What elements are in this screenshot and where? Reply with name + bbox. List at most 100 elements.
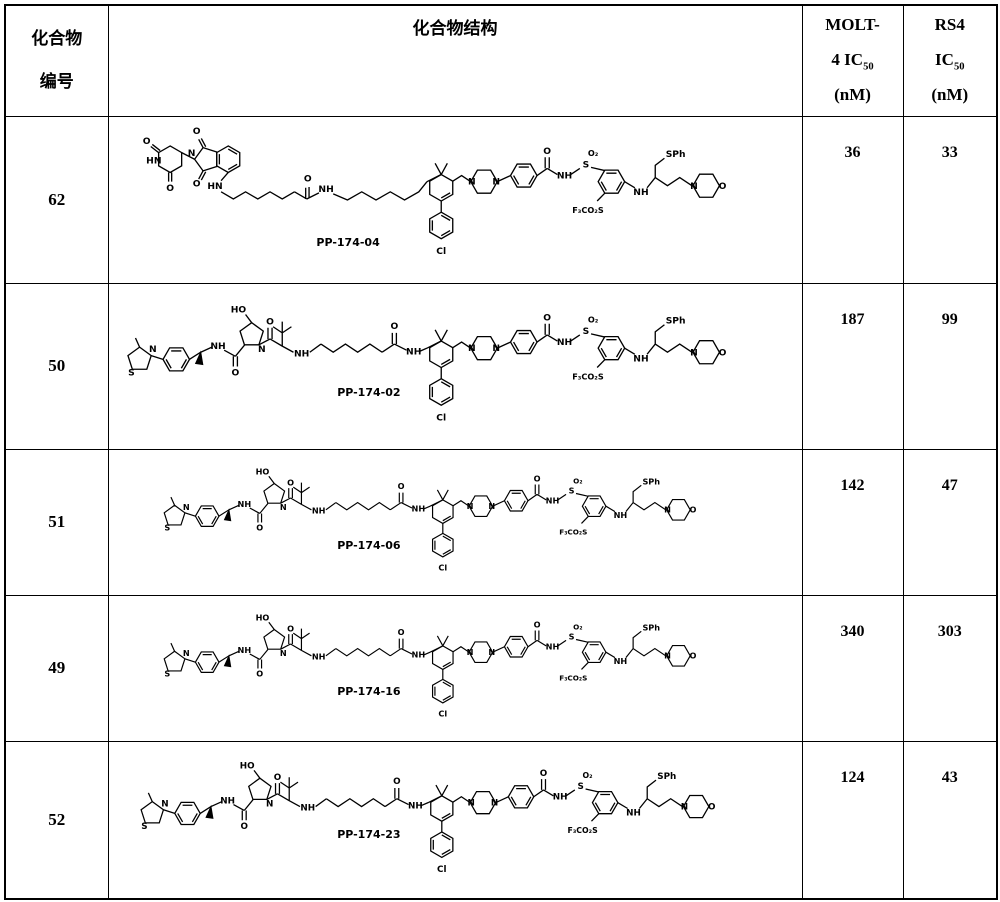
molt4-value: 36 [801,115,904,284]
atom-label-n: N [279,647,286,657]
pyrrolidine-ring [238,321,264,345]
atom-label-o: O [539,769,547,779]
atom-label-o2: O₂ [582,771,592,780]
structure-tail-fragment: Cl N N O NH S O₂ F₃CO₂S NH SPh N O [429,473,696,572]
atom-label-o: O [397,626,404,636]
atom-label-n: N [690,347,698,358]
atom-label-nh: NH [556,170,571,181]
atom-label-sph: SPh [665,149,685,160]
atom-label-nh: NH [237,499,251,509]
atom-label-o: O [256,522,263,532]
atom-label-o: O [256,668,263,678]
molecule-drawing-vhl: N S NH O HO N O NH O NH Cl N N O NH S O₂… [163,466,696,572]
table-row: 52 N S NH O HO N O NH O NH Cl N N O NH S [4,740,998,900]
atom-label-n: N [664,504,671,514]
atom-label-o: O [287,477,294,487]
bond-lines [429,483,666,533]
structure-code-label: PP-174-06 [337,539,401,553]
header-compound-number: 化合物 编号 [4,4,109,117]
atom-label-nh: NH [613,509,627,519]
table-row: 49 N S NH O HO N O NH O NH Cl N N O NH S [4,594,998,742]
atom-label-o: O [708,802,716,812]
atom-label-n: N [680,802,687,812]
molt4-value: 142 [801,448,904,596]
bond-lines [147,769,428,820]
header-structure: 化合物结构 [107,4,803,117]
atom-label-s: S [582,325,589,336]
bond-lines [426,156,692,212]
rs4-value: 43 [902,740,998,900]
atom-label-n: N [664,650,671,660]
header-text: 化合物 [31,29,83,49]
stereo-wedge [223,507,231,521]
atom-label-ho: HO [239,761,254,771]
benzene-ring [509,162,538,188]
atom-label-nh: NH [293,348,308,359]
atom-label-o: O [266,316,274,327]
atom-label-o: O [390,320,398,331]
atom-label-nh: NH [220,796,235,806]
atom-label-s: S [164,522,170,532]
atom-label-o2: O₂ [587,148,598,158]
structure-code-label: PP-174-16 [337,685,401,699]
structure-tail-fragment: Cl N N O NH S O₂ F₃CO₂S NH SPh N O [426,146,726,257]
header-text: RS4 [934,15,965,35]
atom-label-f3co2s: F₃CO₂S [572,371,604,381]
atom-label-nh: NH [633,353,648,364]
atom-label-o: O [543,146,551,157]
header-text: (nM) [931,85,969,105]
chlorophenyl-ring [429,830,453,858]
benzene-ring [215,144,240,173]
molt4-value: 124 [801,740,904,900]
benzene-ring [173,801,201,825]
atom-label-o: O [240,822,248,832]
atom-label-n: N [466,500,473,510]
compound-id: 50 [4,282,109,450]
pyrrolidine-ring [262,482,285,504]
chemical-structure: N S NH O HO N O NH O NH Cl N N O NH S O₂… [109,450,802,595]
atom-label-o2: O₂ [573,622,582,631]
atom-label-ho: HO [255,466,269,476]
atom-label-nh: NH [633,186,648,197]
benzene-ring [503,489,529,512]
atom-label-nh: NH [300,803,315,813]
atom-label-n: N [182,647,189,657]
imide-ring [193,146,217,172]
atom-label-sph: SPh [665,315,685,326]
atom-label-s: S [577,781,583,791]
atom-label-ho: HO [230,304,246,315]
atom-label-nh: NH [210,341,225,352]
atom-label-nh: NH [411,649,425,659]
atom-label-n: N [148,344,156,355]
compound-id: 52 [4,740,109,900]
chlorophenyl-ring [431,678,454,704]
atom-label-s: S [568,631,574,641]
atom-label-o2: O₂ [573,476,582,485]
compound-id: 51 [4,448,109,596]
bond-lines [427,778,683,832]
molt4-value: 187 [801,282,904,450]
atom-label-cl: Cl [436,412,446,423]
atom-label-ho: HO [255,612,269,622]
atom-label-nh: NH [411,503,425,513]
atom-label-s: S [582,159,589,170]
compound-id: 62 [4,115,109,284]
rs4-value: 33 [902,115,998,284]
structure-code-label: PP-174-02 [337,385,401,399]
atom-label-o: O [303,173,311,184]
atom-label-s: S [568,485,574,495]
bond-lines [169,621,430,668]
structure-cell: N S NH O HO N O NH O NH Cl N N O NH S O₂… [107,448,803,596]
header-rs4-ic50: RS4 IC50 (nM) [902,4,998,117]
header-text: (nM) [834,85,871,105]
bond-lines [426,323,692,379]
atom-label-o: O [192,178,200,189]
benzene-ring [581,494,607,517]
atom-label-f3co2s: F₃CO₂S [572,205,604,215]
benzene-ring [161,346,190,372]
structure-tail-fragment: Cl N N O NH S O₂ F₃CO₂S NH SPh N O [426,312,726,423]
structure-tail-fragment: Cl N N O NH S O₂ F₃CO₂S NH SPh N O [427,769,716,875]
atom-label-nh: NH [311,505,325,515]
atom-label-hn: HN [146,155,161,166]
atom-label-nh: NH [406,346,421,357]
